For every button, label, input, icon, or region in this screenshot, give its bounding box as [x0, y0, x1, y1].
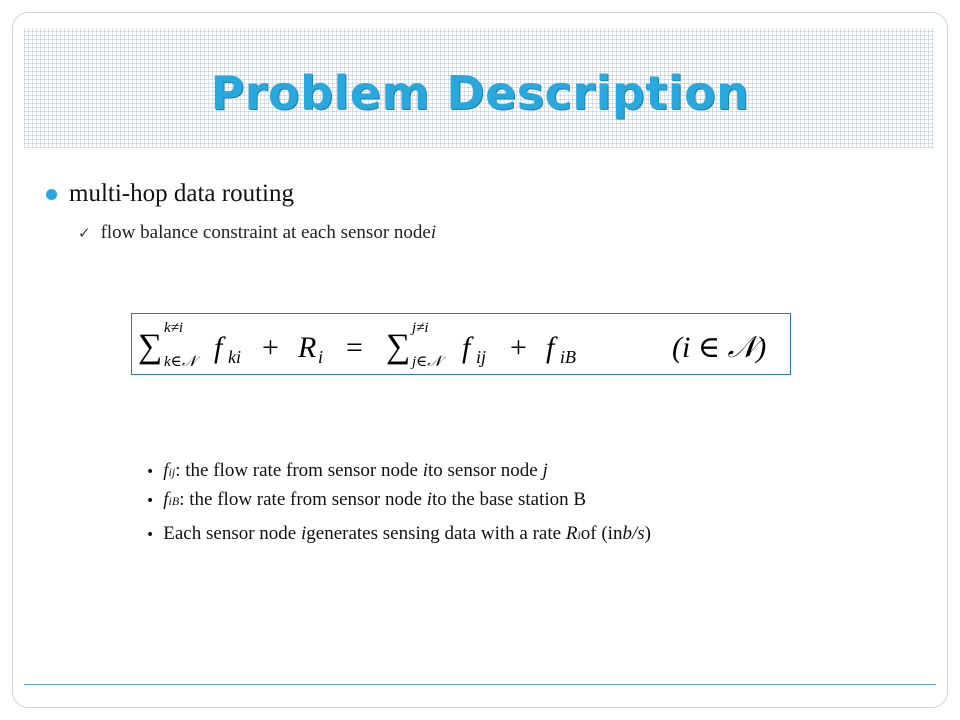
- sum-symbol-icon: ∑: [138, 328, 162, 365]
- lhs-term-sub: ki: [228, 347, 241, 367]
- definition-rate: • Each sensor node i generates sensing d…: [146, 523, 651, 545]
- def-rate-sub: i: [577, 528, 581, 542]
- sub-bullet-text: flow balance constraint at each sensor n…: [100, 222, 431, 243]
- rhs-term2-sub: iB: [560, 347, 576, 367]
- def-var: i: [300, 523, 307, 544]
- def-text: to sensor node: [427, 460, 538, 481]
- title-band: [24, 28, 934, 148]
- sum-symbol-icon: ∑: [386, 328, 410, 365]
- def-text: generates sensing data with a rate: [306, 523, 562, 544]
- rhs-term2: f: [546, 331, 558, 364]
- plus-1: +: [262, 331, 279, 364]
- def-symbol-sub: ij: [168, 465, 176, 479]
- rhs-term1-sub: ij: [476, 347, 486, 367]
- main-bullet-text: multi-hop data routing: [69, 180, 294, 207]
- bullet-icon: •: [146, 527, 155, 543]
- main-bullet: multi-hop data routing: [46, 180, 294, 208]
- bullet-icon: •: [146, 493, 155, 509]
- equation-box: ∑ k≠i k∈𝒩 f ki + R i = ∑ j≠i j∈𝒩 f ij + …: [131, 313, 791, 375]
- slide-title: Problem Description: [210, 66, 750, 120]
- def-symbol: f: [163, 489, 169, 510]
- rhs-sum-sub: j∈𝒩: [410, 354, 446, 370]
- def-symbol-sub: iB: [168, 494, 180, 508]
- rate-R: R: [297, 331, 316, 364]
- def-text: ): [644, 523, 651, 544]
- lhs-sum-super: k≠i: [164, 320, 183, 336]
- checkmark-icon: ✓: [78, 224, 91, 242]
- footer-divider: [24, 684, 936, 685]
- equation-condition: (i ∈ 𝒩): [672, 331, 766, 364]
- def-unit: b/s: [622, 523, 645, 544]
- bullet-icon: •: [146, 464, 155, 480]
- equals: =: [346, 331, 363, 364]
- rate-R-sub: i: [318, 347, 323, 367]
- def-rate-symbol: R: [565, 523, 578, 544]
- rhs-term1: f: [462, 331, 474, 364]
- def-symbol: f: [163, 460, 169, 481]
- def-text: Each sensor node: [163, 523, 297, 544]
- def-text: : the flow rate from sensor node: [175, 460, 418, 481]
- rhs-sum-super: j≠i: [410, 320, 429, 336]
- sub-bullet: ✓ flow balance constraint at each sensor…: [78, 222, 436, 244]
- def-text: of (in: [580, 523, 623, 544]
- lhs-term: f: [214, 331, 226, 364]
- def-var: i: [426, 489, 432, 510]
- bullet-dot-icon: [46, 188, 57, 200]
- flow-balance-equation: ∑ k≠i k∈𝒩 f ki + R i = ∑ j≠i j∈𝒩 f ij + …: [138, 320, 766, 370]
- sub-bullet-var: i: [430, 222, 437, 243]
- def-var: j: [542, 460, 548, 481]
- plus-2: +: [510, 331, 527, 364]
- def-text: : the flow rate from sensor node: [179, 489, 422, 510]
- lhs-sum-sub: k∈𝒩: [164, 354, 201, 370]
- def-text: to the base station B: [431, 489, 587, 510]
- def-var: i: [422, 460, 428, 481]
